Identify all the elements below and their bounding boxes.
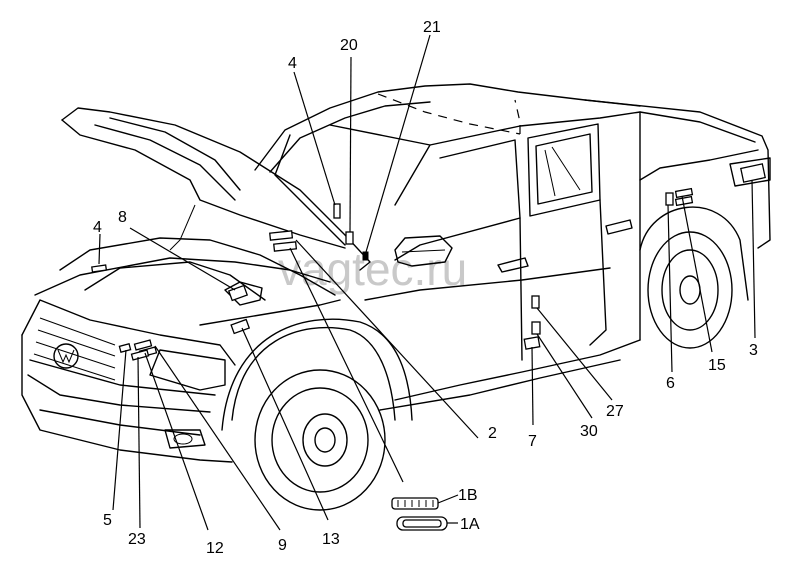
watermark: vagtec.ru bbox=[278, 243, 467, 295]
callout-6: 6 bbox=[666, 375, 675, 392]
callout-15: 15 bbox=[708, 357, 726, 374]
callout-5: 5 bbox=[103, 512, 112, 529]
callout-4-cabin: 4 bbox=[288, 55, 297, 72]
callout-20: 20 bbox=[340, 37, 358, 54]
callout-30: 30 bbox=[580, 423, 598, 440]
callout-7: 7 bbox=[528, 433, 537, 450]
pickup-truck-drawing bbox=[21, 83, 771, 511]
callout-9: 9 bbox=[278, 537, 287, 554]
callout-2: 2 bbox=[488, 425, 497, 442]
callout-21: 21 bbox=[423, 19, 441, 36]
callout-12: 12 bbox=[206, 540, 224, 557]
callout-1B: 1B bbox=[458, 487, 478, 504]
callout-23: 23 bbox=[128, 531, 146, 548]
callout-27: 27 bbox=[606, 403, 624, 420]
label-markers bbox=[91, 163, 766, 531]
callout-3: 3 bbox=[749, 342, 758, 359]
callout-13: 13 bbox=[322, 531, 340, 548]
leader-lines bbox=[98, 34, 756, 531]
callout-4-engine-bay: 4 bbox=[93, 219, 102, 236]
callout-numbers: 1B 1A 2 3 4 4 5 6 7 8 9 12 13 15 20 21 2… bbox=[93, 19, 758, 557]
callout-1A: 1A bbox=[460, 516, 480, 533]
callout-8: 8 bbox=[118, 209, 127, 226]
